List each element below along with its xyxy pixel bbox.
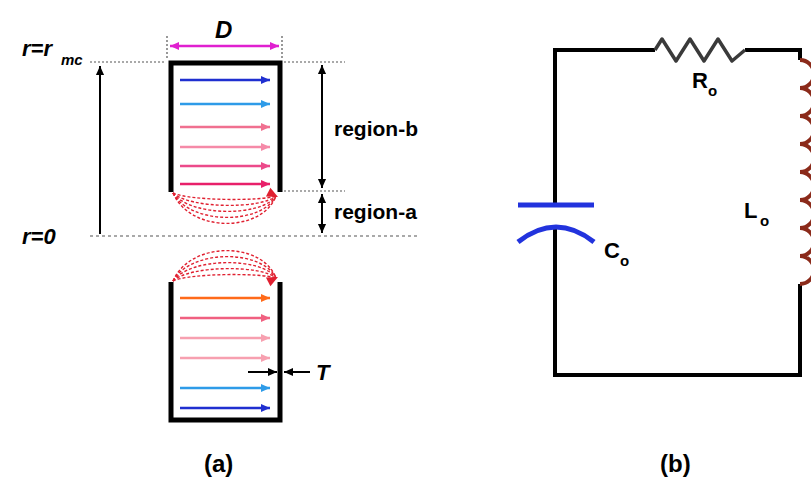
axis-label: r=r bbox=[22, 38, 52, 60]
arrow-head bbox=[96, 66, 104, 75]
arrow-head bbox=[261, 123, 270, 131]
arrow-head bbox=[261, 404, 270, 412]
arrow-line bbox=[180, 183, 270, 186]
arrow-head bbox=[261, 100, 270, 108]
guide-line bbox=[166, 36, 167, 60]
arrow-line bbox=[180, 357, 270, 360]
arrow-head bbox=[318, 194, 326, 203]
arrow-line bbox=[180, 297, 270, 300]
arrow-line bbox=[180, 126, 270, 129]
fringe-field-line bbox=[173, 193, 276, 223]
arrow-head bbox=[268, 368, 277, 376]
arrow-head bbox=[261, 162, 270, 170]
inductor-symbol bbox=[800, 60, 811, 284]
arrow-head bbox=[170, 42, 179, 50]
arrow-head bbox=[318, 65, 326, 74]
arrow-head bbox=[261, 143, 270, 151]
dimension-label: T bbox=[316, 362, 329, 384]
arrow-head bbox=[266, 188, 278, 197]
component-label: C bbox=[604, 240, 620, 262]
illustration-parts bbox=[96, 39, 811, 412]
arrow-line bbox=[180, 337, 270, 340]
arrow-head bbox=[261, 354, 270, 362]
guide-line bbox=[281, 36, 282, 60]
subscript: o bbox=[760, 213, 769, 228]
subscript: o bbox=[620, 253, 629, 268]
arrow-head bbox=[318, 224, 326, 233]
component-label: L bbox=[744, 200, 757, 222]
arrow-line bbox=[180, 387, 270, 390]
wire bbox=[555, 228, 800, 375]
arrow-head bbox=[318, 179, 326, 188]
arrow-head bbox=[270, 42, 279, 50]
panel-label: (b) bbox=[660, 452, 691, 476]
guide-line bbox=[284, 190, 345, 191]
wire bbox=[745, 50, 800, 60]
fringe-field-line bbox=[173, 275, 276, 281]
capacitor-plate bbox=[518, 227, 594, 242]
dimension-label: D bbox=[215, 18, 232, 42]
capacitor-plate bbox=[518, 203, 594, 208]
panel-label: (a) bbox=[204, 452, 233, 476]
guide-line bbox=[284, 61, 345, 62]
arrow-line bbox=[99, 66, 101, 234]
arrow-line bbox=[321, 65, 323, 188]
arrow-head bbox=[284, 368, 293, 376]
region-label: region-b bbox=[334, 118, 418, 139]
arrow-head bbox=[261, 314, 270, 322]
fringe-field-line bbox=[173, 269, 276, 281]
arrow-line bbox=[180, 103, 270, 106]
arrow-head bbox=[261, 180, 270, 188]
arrow-head bbox=[261, 384, 270, 392]
region-label: region-a bbox=[334, 201, 417, 222]
fringe-field-line bbox=[173, 193, 276, 205]
resistor-symbol bbox=[655, 39, 745, 61]
arrow-head bbox=[266, 277, 278, 286]
axis-label: r=0 bbox=[22, 226, 56, 248]
arrow-line bbox=[180, 407, 270, 410]
wire bbox=[555, 50, 655, 205]
guide-line bbox=[90, 61, 166, 62]
fringe-field-line bbox=[173, 193, 276, 199]
arrow-line bbox=[170, 45, 279, 48]
arrow-line bbox=[180, 317, 270, 320]
arrow-head bbox=[261, 76, 270, 84]
fringe-field-line bbox=[173, 251, 276, 281]
subscript: mc bbox=[61, 52, 83, 67]
channel-wall bbox=[171, 63, 280, 192]
channel-wall bbox=[171, 282, 280, 420]
axis-line bbox=[90, 235, 420, 236]
arrow-line bbox=[180, 79, 270, 82]
arrow-head bbox=[261, 294, 270, 302]
arrow-line bbox=[180, 165, 270, 168]
component-label: R bbox=[692, 70, 708, 92]
arrow-line bbox=[180, 146, 270, 149]
subscript: o bbox=[708, 83, 717, 98]
arrow-head bbox=[261, 334, 270, 342]
